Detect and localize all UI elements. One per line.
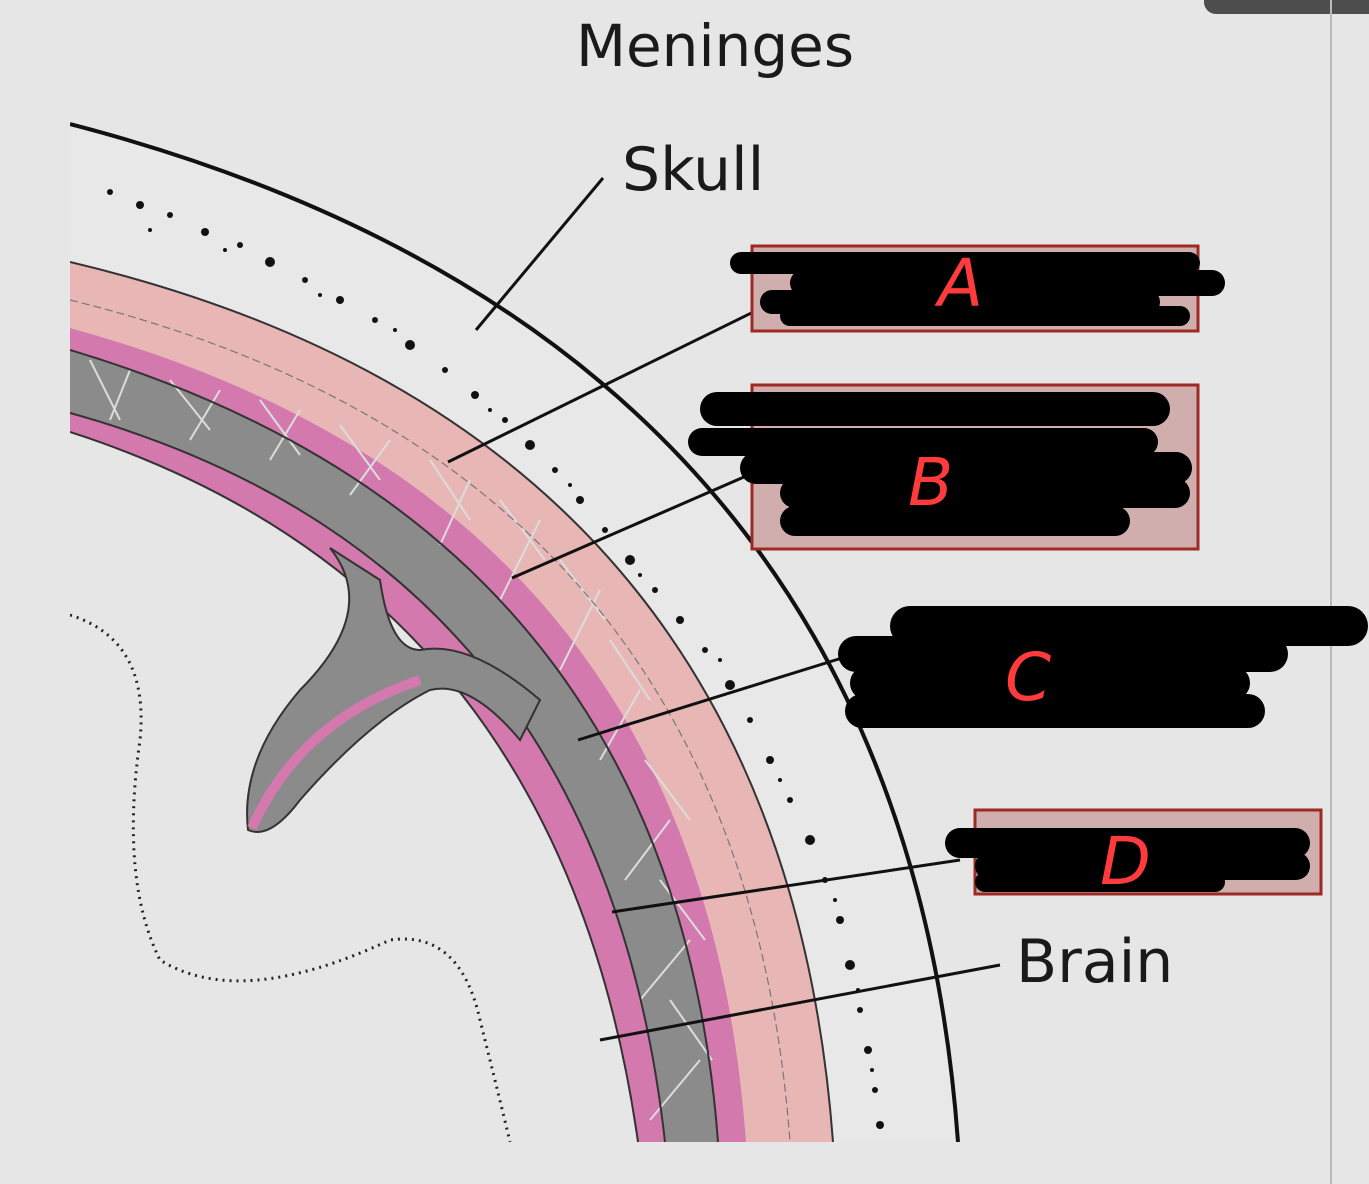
pia-layer [70,413,665,1142]
leader-lines [447,177,1001,1042]
box-letter-c: C [1005,639,1051,716]
gyrus-outline [70,613,512,1142]
box-letter-b: B [908,444,953,521]
answer-box-a: A [730,244,1225,333]
answer-box-b: B [688,383,1200,551]
answer-box-c: C [838,606,1368,728]
box-letter-a: A [934,245,983,322]
dura-layer [70,262,833,1142]
page-right-border [1330,0,1332,1184]
label-skull: Skull [622,135,765,205]
skull-layer [70,124,958,1142]
box-letter-d: D [1100,823,1151,900]
subarachnoid-layer [70,350,718,1142]
answer-box-d: D [945,808,1323,900]
bone-stipple [107,189,884,1129]
diagram-title: Meninges [575,12,855,80]
arachnoid-layer [70,328,746,1142]
window-corner-tab [1204,0,1369,14]
label-brain: Brain [1016,927,1174,997]
skull-outline [70,122,960,1142]
trabeculae [89,359,713,1121]
